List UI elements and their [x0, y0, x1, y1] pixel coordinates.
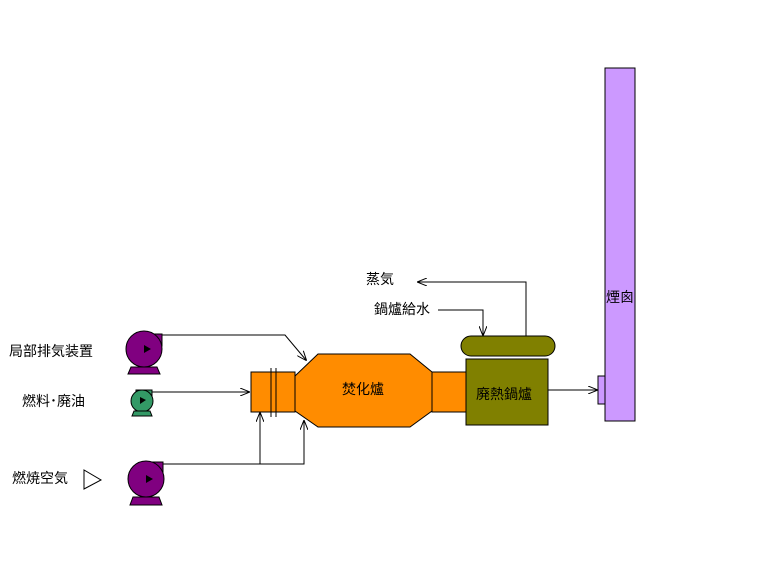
local-exhaust-blower	[125, 330, 163, 375]
combustion-air-line	[162, 421, 304, 465]
pump-direction-icon	[140, 397, 146, 404]
incinerator-label: 焚化爐	[342, 382, 384, 398]
waste-heat-boiler	[465, 358, 549, 426]
combustion-air-blower	[127, 460, 165, 506]
waste-heat-boiler-label: 廃熱鍋爐	[476, 387, 532, 403]
boiler-feedwater-label: 鍋爐給水	[374, 302, 430, 318]
incinerator-inlet-duct	[250, 371, 296, 413]
local-exhaust-label: 局部排気装置	[9, 344, 93, 360]
chimney-label: 煙囪	[606, 290, 634, 306]
steam-label: 蒸気	[366, 272, 394, 288]
blower-direction-icon	[146, 475, 153, 483]
incinerator-outlet-duct	[431, 371, 469, 413]
combustion-air-label: 燃焼空気	[12, 471, 68, 487]
feedwater-line	[438, 309, 483, 335]
local-exhaust-line	[160, 334, 306, 360]
fuel-pump	[130, 389, 154, 417]
steam-line	[418, 282, 527, 336]
blower-direction-icon	[144, 345, 151, 353]
chimney-inlet	[597, 375, 606, 405]
fuel-waste-oil-label: 燃料･廃油	[22, 394, 85, 410]
chimney	[604, 67, 636, 422]
air-intake-icon	[83, 469, 103, 490]
steam-drum	[460, 335, 556, 357]
